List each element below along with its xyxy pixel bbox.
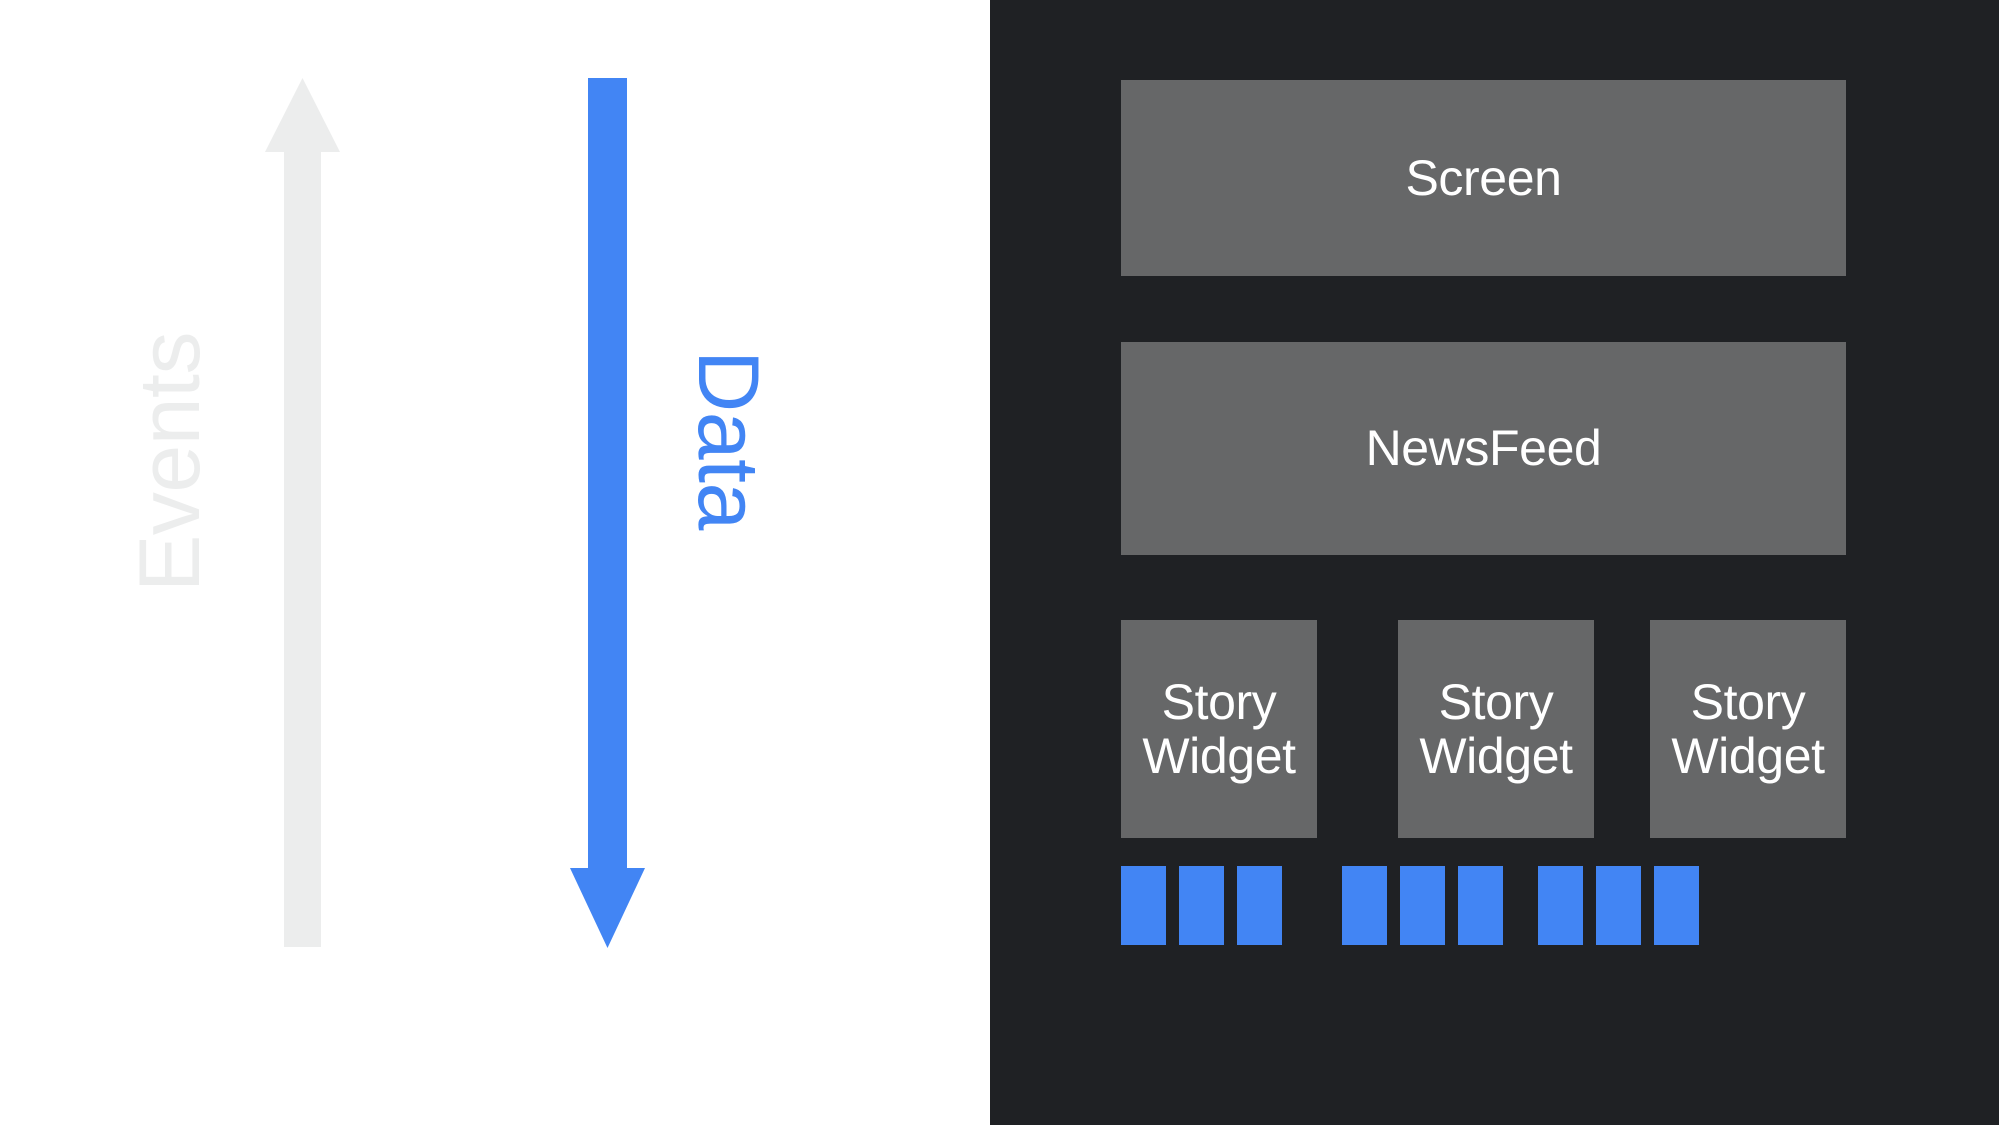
leaf-node-3-1[interactable] (1538, 866, 1583, 945)
node-story-widget-1-label: Story Widget (1142, 674, 1296, 784)
leaf-node-2-2[interactable] (1400, 866, 1445, 945)
node-story-widget-3-label: Story Widget (1671, 674, 1825, 784)
leaf-node-3-2[interactable] (1596, 866, 1641, 945)
node-story-widget-1[interactable]: Story Widget (1121, 620, 1317, 838)
events-flow-label: Events (122, 332, 218, 592)
node-newsfeed-label: NewsFeed (1365, 420, 1602, 476)
widget-tree-pane: Screen NewsFeed Story Widget Story Widge… (990, 0, 1999, 1125)
leaf-node-3-3[interactable] (1654, 866, 1699, 945)
data-flow-label: Data (680, 350, 776, 530)
story-widget-2-line1: Story (1438, 674, 1554, 730)
leaf-node-1-2[interactable] (1179, 866, 1224, 945)
story-widget-2-line2: Widget (1419, 728, 1573, 784)
events-arrow-up-icon (265, 78, 340, 947)
node-newsfeed[interactable]: NewsFeed (1121, 342, 1846, 555)
node-story-widget-3[interactable]: Story Widget (1650, 620, 1846, 838)
story-widget-row: Story Widget Story Widget Story Widget (1121, 620, 1846, 838)
story-widget-1-line2: Widget (1142, 728, 1296, 784)
leaf-node-row (1121, 866, 1846, 945)
node-story-widget-2[interactable]: Story Widget (1398, 620, 1594, 838)
data-arrow-down-icon (570, 78, 645, 948)
leaf-node-2-3[interactable] (1458, 866, 1503, 945)
story-widget-3-line2: Widget (1671, 728, 1825, 784)
leaf-node-1-1[interactable] (1121, 866, 1166, 945)
node-screen[interactable]: Screen (1121, 80, 1846, 276)
flow-legend-pane: Events Data (0, 0, 990, 1125)
node-story-widget-2-label: Story Widget (1419, 674, 1573, 784)
node-screen-label: Screen (1405, 149, 1562, 206)
story-widget-3-line1: Story (1690, 674, 1806, 730)
leaf-node-2-1[interactable] (1342, 866, 1387, 945)
story-widget-1-line1: Story (1161, 674, 1277, 730)
leaf-node-1-3[interactable] (1237, 866, 1282, 945)
